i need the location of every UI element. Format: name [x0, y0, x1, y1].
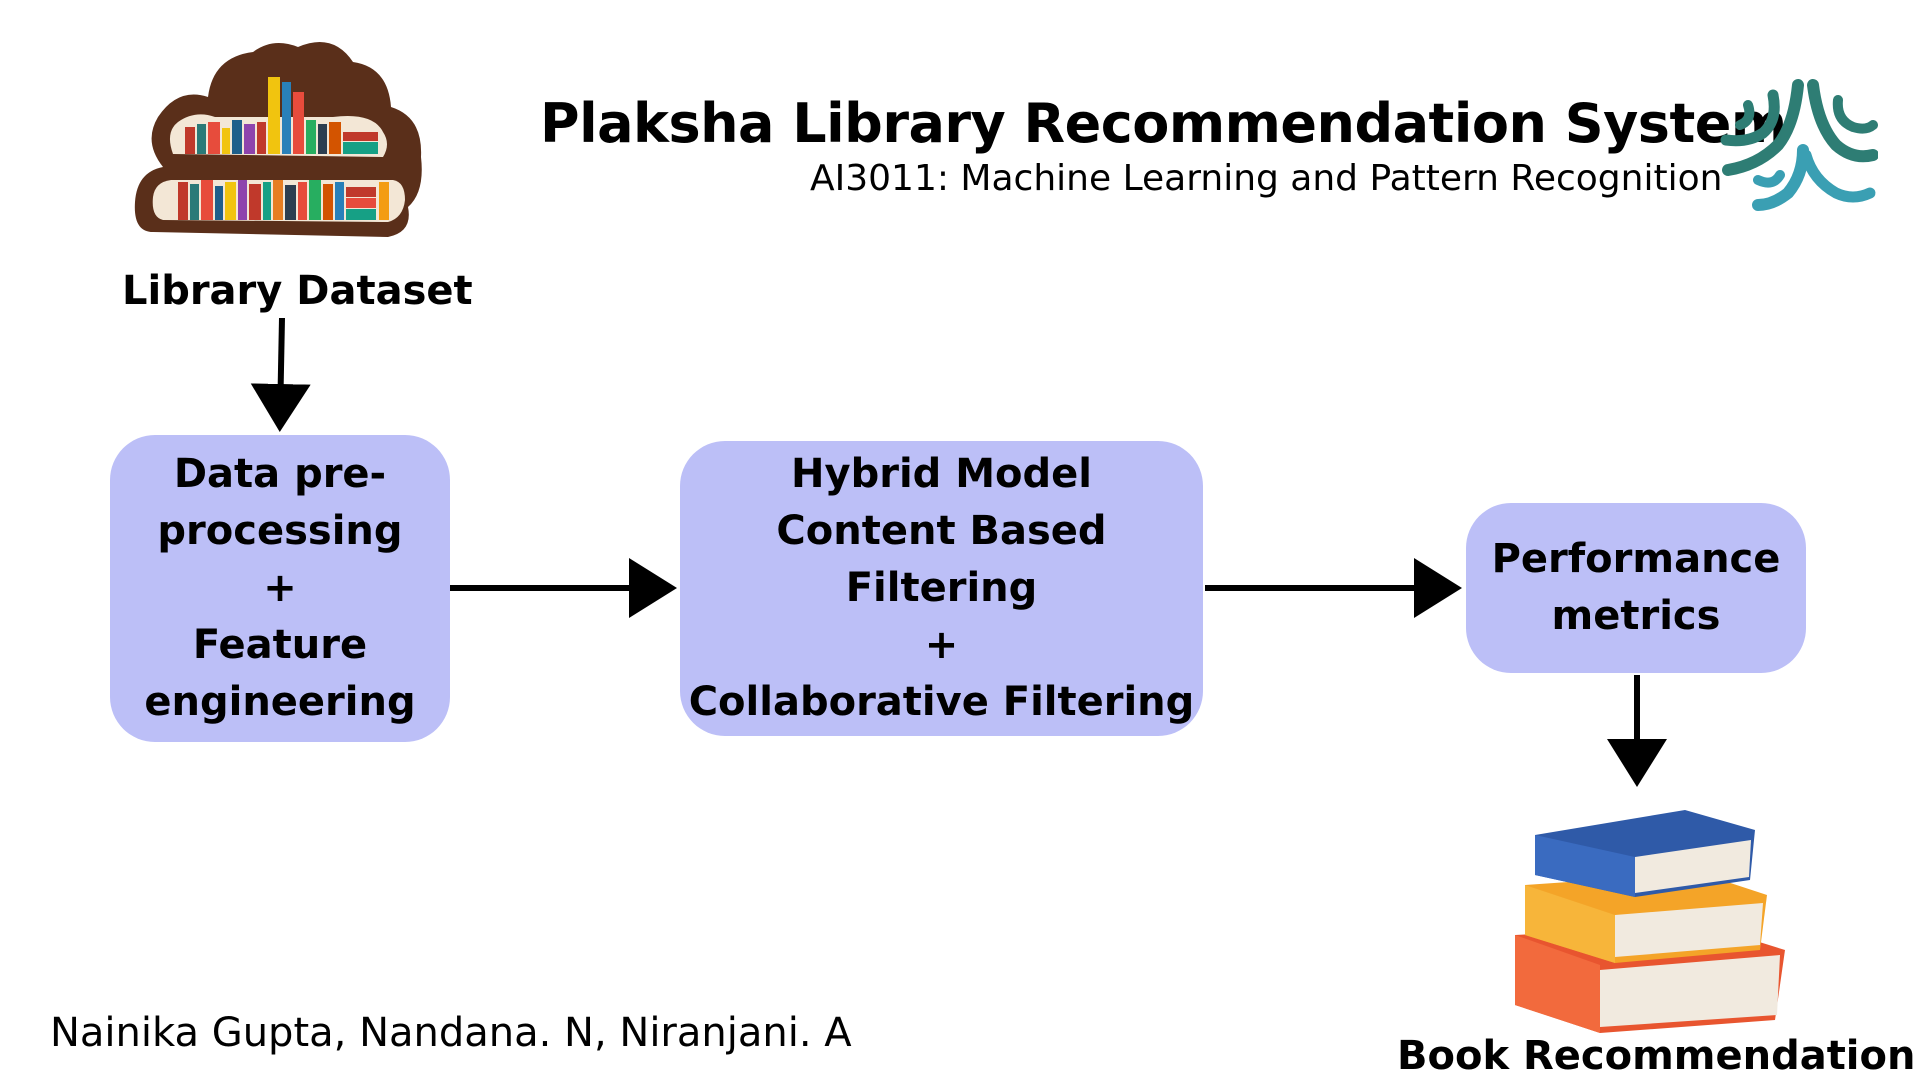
bookshelf-cloud-icon: [134, 42, 422, 237]
performance-metrics-box: Performance metrics: [1466, 503, 1806, 673]
model-line-3: +: [924, 622, 959, 668]
preprocessing-box: Data pre- processing + Feature engineeri…: [110, 435, 450, 742]
model-line-4: Collaborative Filtering: [688, 679, 1195, 725]
preprocess-line-4: Feature: [192, 622, 368, 668]
preprocess-line-3: +: [263, 565, 297, 611]
model-line-2: Content Based Filtering: [776, 508, 1107, 611]
preprocess-line-2: processing: [157, 508, 403, 554]
arrow-dataset-to-preprocess: [250, 317, 311, 432]
hybrid-model-box: Hybrid Model Content Based Filtering + C…: [680, 441, 1203, 736]
preprocess-line-1: Data pre-: [173, 451, 387, 497]
preprocess-line-5: engineering: [144, 679, 416, 725]
authors-text: Nainika Gupta, Nandana. N, Niranjani. A: [50, 1010, 852, 1056]
book-stack-icon: [1515, 810, 1785, 1033]
page-subtitle: AI3011: Machine Learning and Pattern Rec…: [810, 158, 1723, 199]
model-line-1: Hybrid Model: [791, 451, 1092, 497]
dataset-label: Library Dataset: [122, 268, 473, 314]
output-label: Book Recommendation: [1397, 1033, 1916, 1079]
metrics-line-1: Performance: [1491, 536, 1781, 582]
plaksha-tree-logo-icon: [1720, 79, 1878, 211]
page-title: Plaksha Library Recommendation System: [540, 92, 1787, 155]
metrics-line-2: metrics: [1551, 593, 1721, 639]
